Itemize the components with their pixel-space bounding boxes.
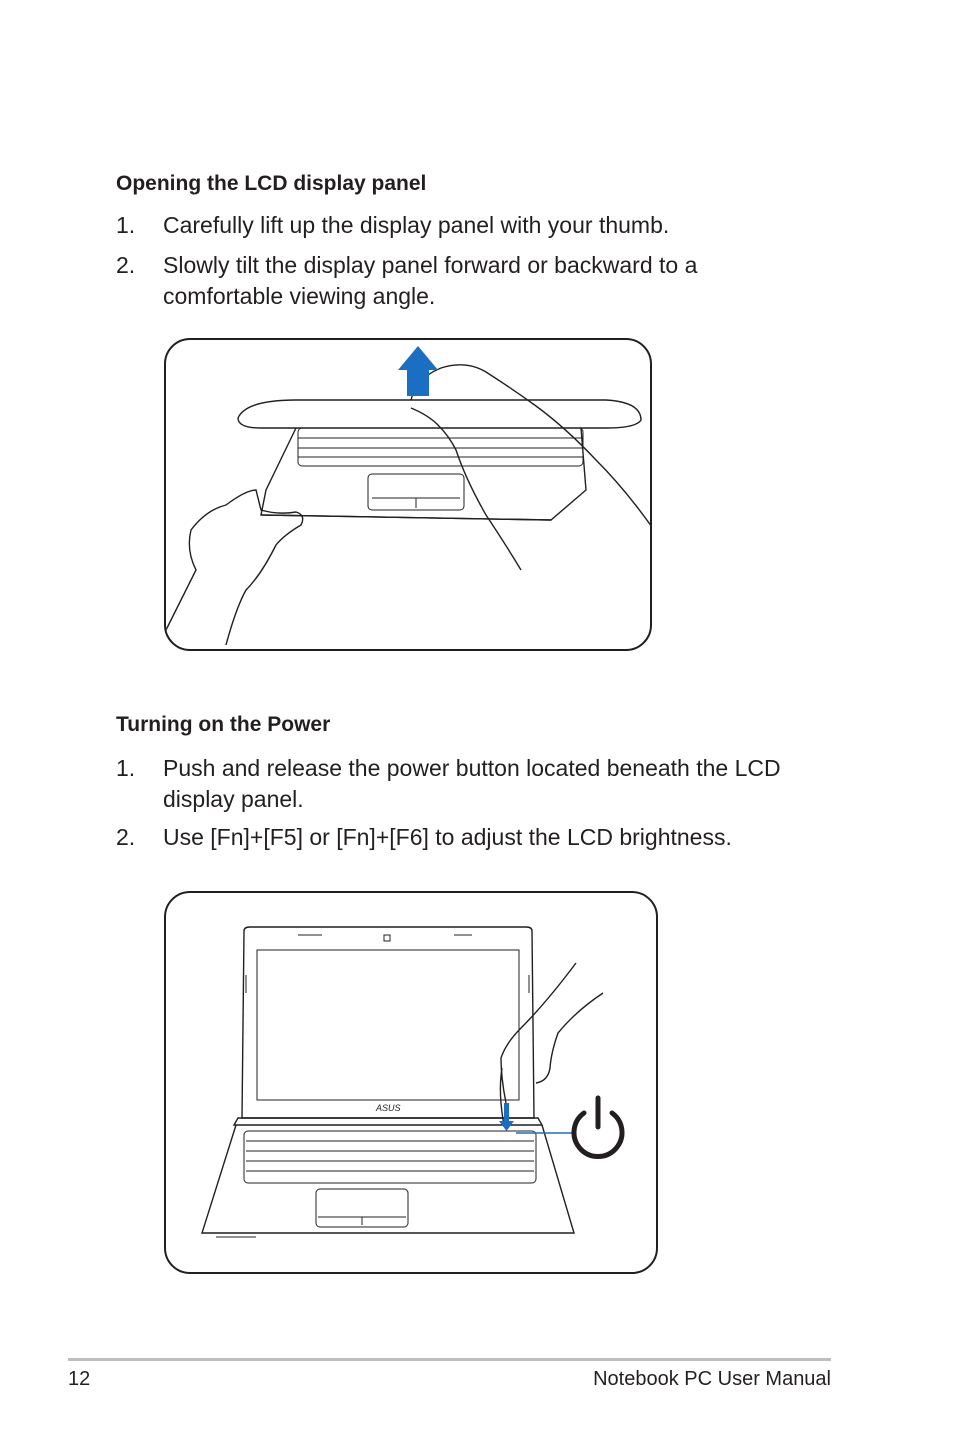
power-step-1: 1. Push and release the power button loc… (116, 753, 816, 815)
step-number: 1. (116, 755, 136, 781)
step-number: 2. (116, 252, 136, 278)
asus-logo: ASUS (375, 1103, 401, 1113)
section-heading-open-lcd: Opening the LCD display panel (116, 172, 427, 195)
figure-open-lcd (164, 338, 652, 651)
step-number: 1. (116, 212, 136, 238)
step-text: Use [Fn]+[F5] or [Fn]+[F6] to adjust the… (163, 824, 732, 850)
step-text: Carefully lift up the display panel with… (163, 212, 670, 238)
open-lcd-illustration (166, 346, 650, 646)
page-number: 12 (68, 1368, 91, 1390)
figure-power-on: ASUS (164, 891, 658, 1274)
section-heading-power: Turning on the Power (116, 713, 331, 736)
up-arrow-icon (398, 346, 438, 396)
open-step-2: 2. Slowly tilt the display panel forward… (116, 250, 816, 312)
step-number: 2. (116, 824, 136, 850)
manual-title: Notebook PC User Manual (593, 1368, 831, 1390)
step-text: Push and release the power button locate… (163, 755, 781, 812)
power-on-illustration: ASUS (201, 926, 625, 1238)
footer-divider (68, 1358, 831, 1361)
open-step-1: 1. Carefully lift up the display panel w… (116, 210, 816, 241)
power-step-2: 2. Use [Fn]+[F5] or [Fn]+[F6] to adjust … (116, 822, 816, 853)
step-text: Slowly tilt the display panel forward or… (163, 252, 698, 309)
power-icon (571, 1095, 625, 1159)
